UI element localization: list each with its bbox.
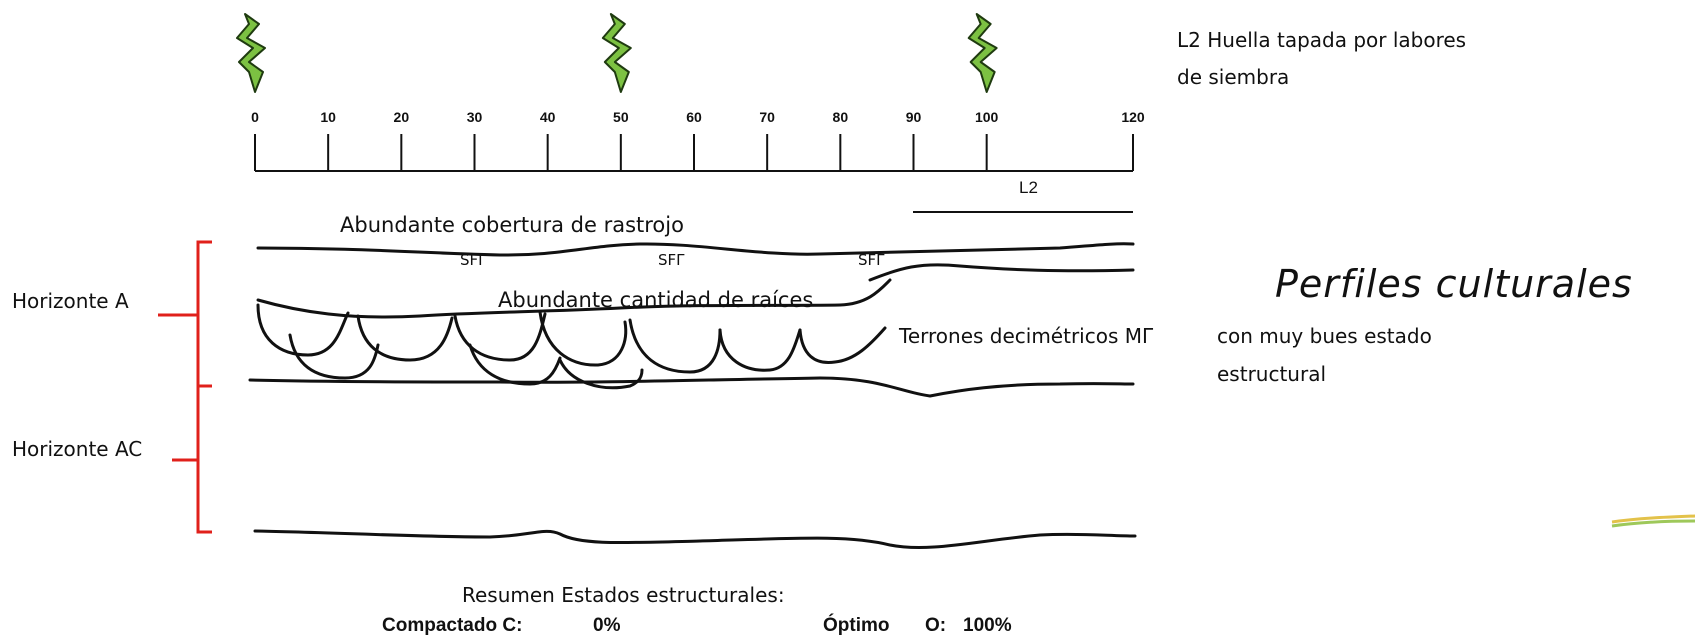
bracket-horizon-a — [196, 240, 212, 388]
horizon-ac-label: Horizonte AC — [12, 437, 143, 461]
sfi-label-2: SFΓ — [658, 251, 685, 269]
a-ac-boundary — [248, 376, 1135, 398]
compact-value: 0% — [593, 615, 621, 636]
ruler-tick-label: 60 — [686, 109, 702, 125]
lane-label: L2 — [1019, 178, 1038, 197]
ruler-tick-label: 0 — [251, 109, 259, 125]
plant-icon — [236, 13, 266, 93]
page-title: Perfiles culturales — [1275, 262, 1633, 306]
cover-label: Abundante cobertura de rastrojo — [340, 213, 684, 237]
clod-arc — [453, 312, 547, 362]
ruler-tick-label: 10 — [320, 109, 336, 125]
summary-heading: Resumen Estados estructurales: — [462, 583, 785, 607]
bracket-horizon-ac — [196, 386, 212, 534]
legend-line-1: L2 Huella tapada por labores — [1177, 28, 1467, 52]
optimal-label: Óptimo — [823, 615, 890, 636]
decor-streak — [1611, 514, 1695, 528]
ruler-tick-label: 120 — [1121, 109, 1145, 125]
compact-label: Compactado C: — [382, 615, 523, 636]
clod-arc — [798, 326, 887, 365]
clod-arc — [356, 314, 454, 362]
ruler-tick-label: 100 — [974, 109, 999, 125]
legend-line-2: de siembra — [1177, 65, 1290, 89]
clod-arc — [256, 303, 350, 357]
sfi-label-3: SFΓ — [858, 251, 885, 269]
step-line-right — [868, 263, 1135, 282]
clod-arc-lower — [288, 333, 380, 380]
ruler-tick-label: 50 — [613, 109, 629, 125]
plants — [236, 13, 998, 93]
ruler-tick-label: 80 — [832, 109, 849, 125]
ruler — [254, 134, 1134, 213]
ruler-tick-label: 90 — [905, 109, 922, 125]
clods-label-2: con muy bues estado — [1217, 324, 1432, 348]
optimal-value: 100% — [963, 615, 1012, 636]
optimal-key: O: — [925, 615, 947, 636]
sfi-label-1: SFΓ — [460, 251, 487, 269]
clods-label-3: estructural — [1217, 362, 1327, 386]
ruler-tick-label: 40 — [539, 109, 556, 125]
ac-lower-boundary — [253, 529, 1137, 550]
clod-arc — [718, 328, 802, 372]
plant-icon — [601, 13, 632, 93]
profile-lines — [248, 242, 1137, 550]
roots-label: Abundante cantidad de raíces — [498, 288, 814, 312]
clod-arc-lower — [468, 343, 562, 386]
cover-line — [256, 242, 1135, 257]
clod-arc — [628, 318, 722, 374]
clods-label: Terrones decimétricos MΓ — [899, 324, 1154, 348]
clod-arc — [538, 310, 628, 367]
horizon-bracket — [158, 240, 212, 534]
plant-icon — [967, 13, 998, 93]
ruler-tick-label: 70 — [759, 109, 775, 125]
clod-arc-lower — [558, 358, 644, 390]
horizon-a-label: Horizonte A — [12, 289, 129, 313]
ruler-tick-label: 30 — [466, 109, 483, 125]
ruler-tick-label: 20 — [393, 109, 410, 125]
